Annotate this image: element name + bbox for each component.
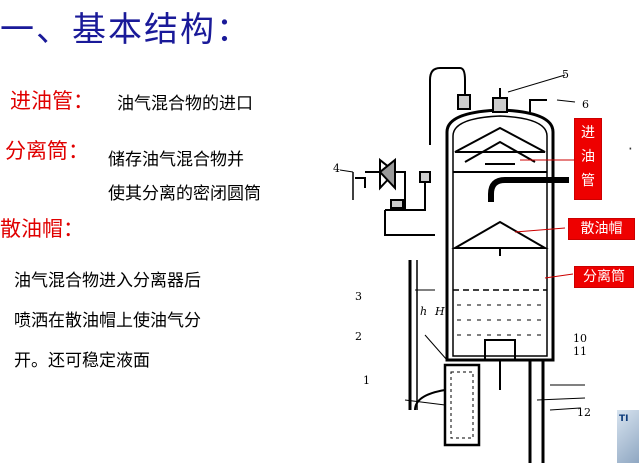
diagram-label-3: 3 [355, 290, 362, 303]
corner-thumbnail: TI [617, 410, 639, 463]
desc-separator-shell-line2: 使其分离的密闭圆筒 [108, 184, 261, 204]
diagram-label-10: 10 [573, 332, 587, 345]
callout-inlet-char-2: 油 [581, 149, 595, 165]
callout-oil-cap: 散油帽 [568, 218, 635, 240]
callout-inlet-char-1: 进 [581, 125, 595, 141]
separator-diagram: 1 2 3 4 5 6 10 11 12 h H [333, 67, 591, 463]
corner-thumbnail-text: TI [619, 414, 629, 424]
diagram-label-6: 6 [582, 98, 589, 111]
diagram-label-h: h [420, 305, 427, 318]
corner-mark: · [628, 140, 633, 158]
callout-inlet-pipe: 进 油 管 [574, 118, 602, 200]
term-oil-cap: 散油帽： [0, 217, 84, 241]
diagram-label-12: 12 [577, 406, 591, 419]
diagram-label-2: 2 [355, 330, 362, 343]
paragraph-line-2: 喷洒在散油帽上使油气分 [14, 311, 201, 331]
diagram-label-4: 4 [333, 162, 340, 175]
diagram-label-11: 11 [573, 345, 587, 358]
slide-title: 一、基本结构： [0, 10, 252, 50]
term-separator-shell: 分离筒： [5, 139, 89, 163]
callout-inlet-char-3: 管 [581, 173, 595, 189]
term-inlet-pipe: 进油管： [10, 89, 94, 113]
paragraph-line-3: 开。还可稳定液面 [14, 351, 150, 371]
diagram-label-5: 5 [562, 68, 569, 81]
desc-inlet-pipe: 油气混合物的进口 [117, 94, 253, 114]
paragraph-line-1: 油气混合物进入分离器后 [14, 271, 201, 291]
diagram-label-1: 1 [363, 374, 370, 387]
desc-separator-shell-line1: 储存油气混合物并 [108, 150, 244, 170]
callout-separator-shell: 分离筒 [574, 266, 634, 288]
diagram-label-H: H [434, 305, 445, 318]
